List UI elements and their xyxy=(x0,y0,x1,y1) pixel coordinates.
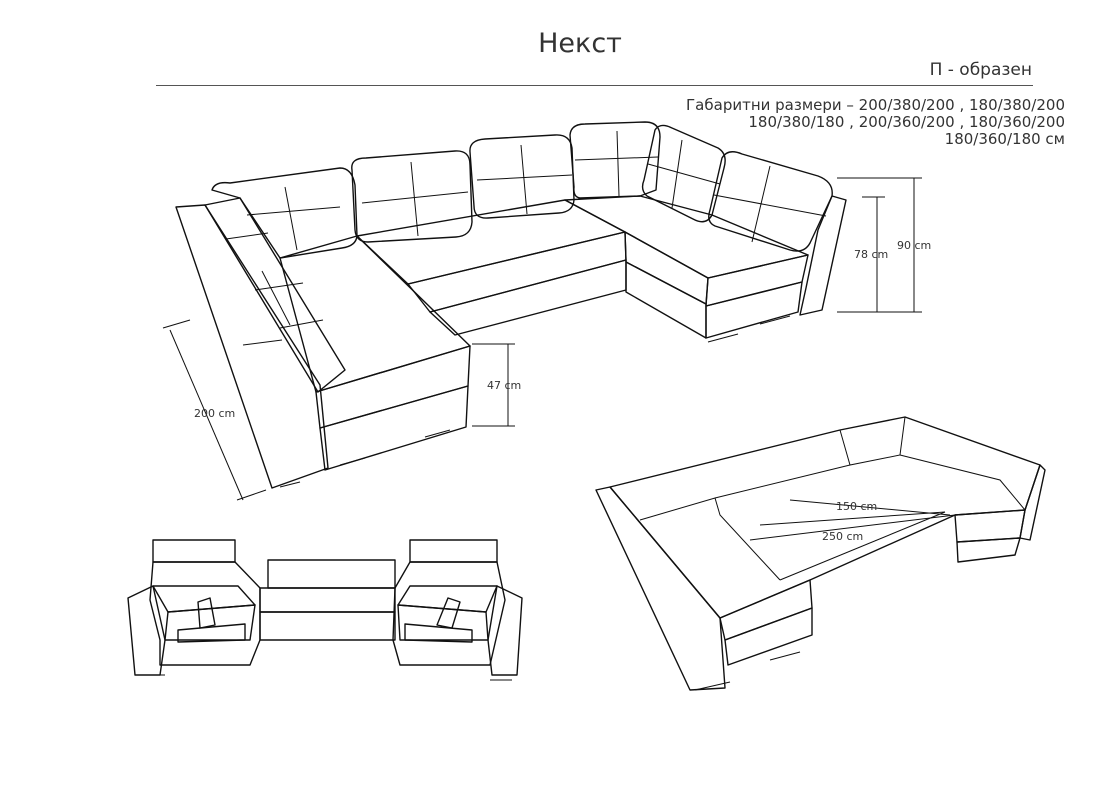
dimension-label-200: 200 cm xyxy=(194,407,236,420)
dimension-label-250: 250 cm xyxy=(822,530,864,543)
dimensions-line-3: 180/360/180 см xyxy=(944,130,1065,148)
sofa-bed-view xyxy=(595,416,1046,691)
page-title: Некст xyxy=(538,28,622,59)
subtitle-shape: П - образен xyxy=(929,60,1032,80)
overall-dimensions: Габаритни размери – 200/380/200 , 180/38… xyxy=(686,97,1065,148)
dimensions-line-2: 180/380/180 , 200/360/200 , 180/360/200 xyxy=(748,113,1065,131)
sofa-storage-view xyxy=(127,539,523,681)
dimension-label-78: 78 cm xyxy=(854,248,889,261)
dimensions-line-1: Габаритни размери – 200/380/200 , 180/38… xyxy=(686,96,1065,114)
dimension-label-150: 150 cm xyxy=(836,500,878,513)
dimension-label-47: 47 cm xyxy=(487,379,522,392)
sofa-main-view xyxy=(175,121,847,489)
header-divider xyxy=(156,85,1033,86)
dimension-label-90: 90 cm xyxy=(897,239,932,252)
dimension-lines-main xyxy=(162,177,922,501)
